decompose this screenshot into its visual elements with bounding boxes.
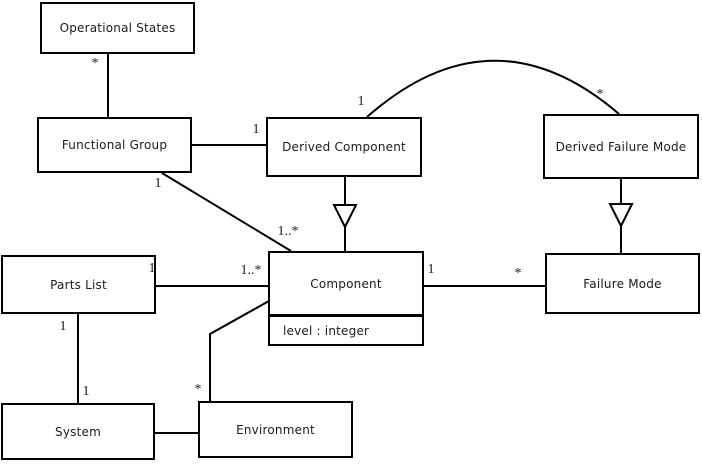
node-system[interactable]: System — [1, 403, 155, 460]
component-attribute-level: level : integer — [283, 323, 370, 338]
multiplicity-component-failure-mode-source: 1 — [427, 262, 435, 277]
node-failure-mode[interactable]: Failure Mode — [545, 253, 700, 314]
multiplicity-operational-states: * — [91, 56, 99, 71]
edge-environment-component — [209, 300, 270, 401]
component-attribute-compartment: level : integer — [270, 314, 422, 344]
node-parts-list[interactable]: Parts List — [1, 255, 156, 314]
component-name-compartment: Component — [270, 253, 422, 314]
node-label-functional-group: Functional Group — [61, 138, 168, 152]
node-label-environment: Environment — [236, 422, 315, 437]
node-label-component: Component — [310, 276, 382, 291]
generalization-arrowhead-icon — [608, 203, 634, 229]
multiplicity-functional-group-source: 1 — [154, 176, 162, 191]
node-label-system: System — [55, 424, 101, 439]
generalization-arrowhead-icon — [332, 204, 358, 230]
node-label-derived-component: Derived Component — [282, 140, 406, 154]
node-component[interactable]: Component level : integer — [268, 251, 424, 346]
node-operational-states[interactable]: Operational States — [40, 2, 195, 54]
edge-arc-derived-component-derived-failure-mode — [366, 59, 620, 118]
node-derived-component[interactable]: Derived Component — [266, 117, 422, 177]
node-environment[interactable]: Environment — [198, 401, 353, 458]
multiplicity-component-failure-mode-target: * — [514, 266, 522, 281]
multiplicity-arc-derived-component-end: 1 — [357, 94, 365, 109]
node-label-operational-states: Operational States — [59, 21, 176, 35]
multiplicity-arc-derived-failure-mode-end: * — [596, 87, 604, 102]
edge-functional-group-component — [161, 172, 292, 252]
node-functional-group[interactable]: Functional Group — [37, 117, 192, 173]
multiplicity-parts-list-component-target: 1..* — [240, 263, 262, 278]
node-label-derived-failure-mode: Derived Failure Mode — [555, 139, 687, 154]
node-label-parts-list: Parts List — [50, 277, 107, 292]
node-derived-failure-mode[interactable]: Derived Failure Mode — [543, 114, 699, 179]
multiplicity-parts-list-system-target: 1 — [82, 384, 90, 399]
multiplicity-functional-group-component-target: 1..* — [277, 224, 299, 239]
multiplicity-parts-list-system-source: 1 — [59, 319, 67, 334]
node-label-failure-mode: Failure Mode — [583, 276, 662, 291]
multiplicity-functional-group-derived-component: 1 — [252, 122, 260, 137]
multiplicity-parts-list-source: 1 — [148, 261, 156, 276]
multiplicity-environment-component: * — [194, 382, 202, 397]
